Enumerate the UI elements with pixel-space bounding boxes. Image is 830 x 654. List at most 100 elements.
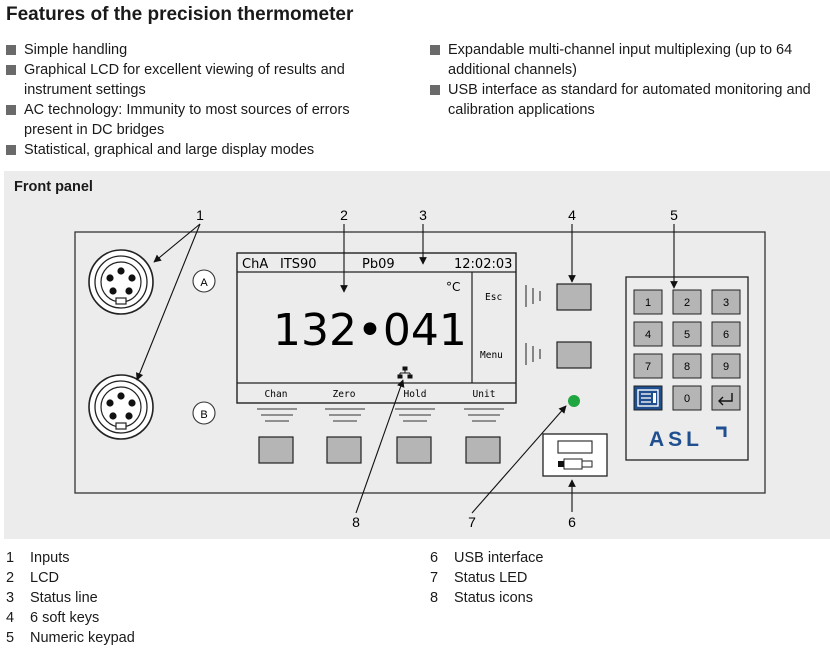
- keypad-labels: 1 2 3 4 5 6 7 8 9 0: [645, 297, 729, 405]
- soft-key-chan: [258, 436, 294, 464]
- lcd-probe: Pb09: [362, 257, 395, 272]
- legend-label: LCD: [30, 570, 60, 586]
- legend-number: 6: [430, 550, 439, 566]
- status-led: [568, 395, 580, 407]
- legend-item: 6 USB interface: [430, 548, 543, 568]
- input-connector-b-icon: [88, 374, 154, 440]
- feature-list-right: Expandable multi-channel input multiplex…: [430, 40, 830, 120]
- legend-number: 8: [430, 590, 439, 606]
- callout-number: 4: [568, 207, 576, 223]
- keypad-label: 1: [645, 297, 651, 309]
- keypad-label: 0: [684, 393, 690, 405]
- soft-key-esc: [556, 283, 592, 311]
- usb-port-icon: [542, 433, 608, 477]
- legend-label: Status LED: [454, 570, 528, 586]
- legend-number: 5: [6, 630, 15, 646]
- legend-item: 2 LCD: [6, 568, 135, 588]
- soft-key-unit: [465, 436, 501, 464]
- front-panel-heading: Front panel: [14, 179, 93, 195]
- lcd-key-esc: Esc: [485, 292, 502, 303]
- legend-label: USB interface: [454, 550, 544, 566]
- callout-number: 5: [670, 207, 678, 223]
- callout-number: 3: [419, 207, 427, 223]
- legend-number: 3: [6, 590, 15, 606]
- keypad-label: 7: [645, 361, 651, 373]
- legend-item: 8 Status icons: [430, 588, 543, 608]
- feature-item: Graphical LCD for excellent viewing of r…: [6, 60, 396, 100]
- lcd-key-chan: Chan: [265, 389, 288, 400]
- lcd-channel: ChA: [242, 257, 268, 272]
- callout-number: 7: [468, 514, 476, 530]
- legend-label: Status line: [30, 590, 98, 606]
- keypad-label: 9: [723, 361, 729, 373]
- legend-item: 7 Status LED: [430, 568, 543, 588]
- input-b-label: B: [200, 409, 207, 421]
- brand-logo: ASL: [649, 428, 703, 451]
- soft-key-zero: [326, 436, 362, 464]
- legend-number: 2: [6, 570, 15, 586]
- feature-item: AC technology: Immunity to most sources …: [6, 100, 396, 140]
- keypad-key-6: [711, 321, 741, 347]
- keypad-key-0: [672, 385, 702, 411]
- callout-numbers: 1 2 3 4 5 8 7 6: [196, 207, 678, 530]
- lcd-reading: 132•041: [273, 305, 467, 356]
- keypad-key-3: [711, 289, 741, 315]
- keypad-key-2: [672, 289, 702, 315]
- feature-item: USB interface as standard for automated …: [430, 80, 830, 120]
- keypad-keys: [633, 289, 741, 411]
- lcd-key-hold: Hold: [404, 389, 427, 400]
- keypad-key-8: [672, 353, 702, 379]
- lcd-display: ChA ITS90 Pb09 12:02:03 °C 132•041 Esc M…: [236, 252, 517, 404]
- soft-key-hold: [396, 436, 432, 464]
- keypad-label: 4: [645, 329, 651, 341]
- callout-number: 2: [340, 207, 348, 223]
- legend-item: 1 Inputs: [6, 548, 135, 568]
- input-connector-a-icon: [88, 249, 154, 315]
- input-b-marker: [192, 401, 216, 425]
- callout-number: 6: [568, 514, 576, 530]
- keypad-label: 5: [684, 329, 690, 341]
- legend-label: Inputs: [30, 550, 70, 566]
- soft-key-menu: [556, 341, 592, 369]
- lcd-key-zero: Zero: [333, 389, 356, 400]
- keypad-key-enter: [711, 385, 741, 411]
- lcd-time: 12:02:03: [454, 257, 512, 272]
- lcd-key-menu: Menu: [480, 350, 503, 361]
- enter-arrow-icon: [718, 393, 733, 406]
- feature-item: Simple handling: [6, 40, 396, 60]
- soft-key-indicator-lines: [257, 285, 541, 422]
- legend-label: 6 soft keys: [30, 610, 100, 626]
- legend-number: 7: [430, 570, 439, 586]
- keypad-label: 2: [684, 297, 690, 309]
- network-status-icon: [397, 366, 413, 379]
- keypad-label: 6: [723, 329, 729, 341]
- feature-item: Statistical, graphical and large display…: [6, 140, 396, 160]
- input-a-label: A: [200, 277, 208, 289]
- legend-number: 1: [6, 550, 15, 566]
- lcd-unit: °C: [446, 280, 460, 294]
- feature-list-left: Simple handling Graphical LCD for excell…: [6, 40, 396, 160]
- keypad-label: 8: [684, 361, 690, 373]
- keypad-key-9: [711, 353, 741, 379]
- page-title: Features of the precision thermometer: [6, 4, 354, 25]
- legend-label: Numeric keypad: [30, 630, 135, 646]
- keypad-label: 3: [723, 297, 729, 309]
- keypad-key-1: [633, 289, 663, 315]
- brand-logo-mark: [716, 426, 727, 437]
- keypad-key-7: [633, 353, 663, 379]
- legend-list-right: 6 USB interface 7 Status LED 8 Status icons: [430, 548, 543, 608]
- callout-number: 1: [196, 207, 204, 223]
- legend-item: 5 Numeric keypad: [6, 628, 135, 648]
- callout-number: 8: [352, 514, 360, 530]
- lcd-scale: ITS90: [280, 257, 317, 272]
- callout-arrows: [136, 223, 678, 514]
- lcd-key-unit: Unit: [473, 389, 496, 400]
- keypad-key-5: [672, 321, 702, 347]
- legend-item: 3 Status line: [6, 588, 135, 608]
- legend-label: Status icons: [454, 590, 533, 606]
- input-a-marker: [192, 269, 216, 293]
- feature-item: Expandable multi-channel input multiplex…: [430, 40, 830, 80]
